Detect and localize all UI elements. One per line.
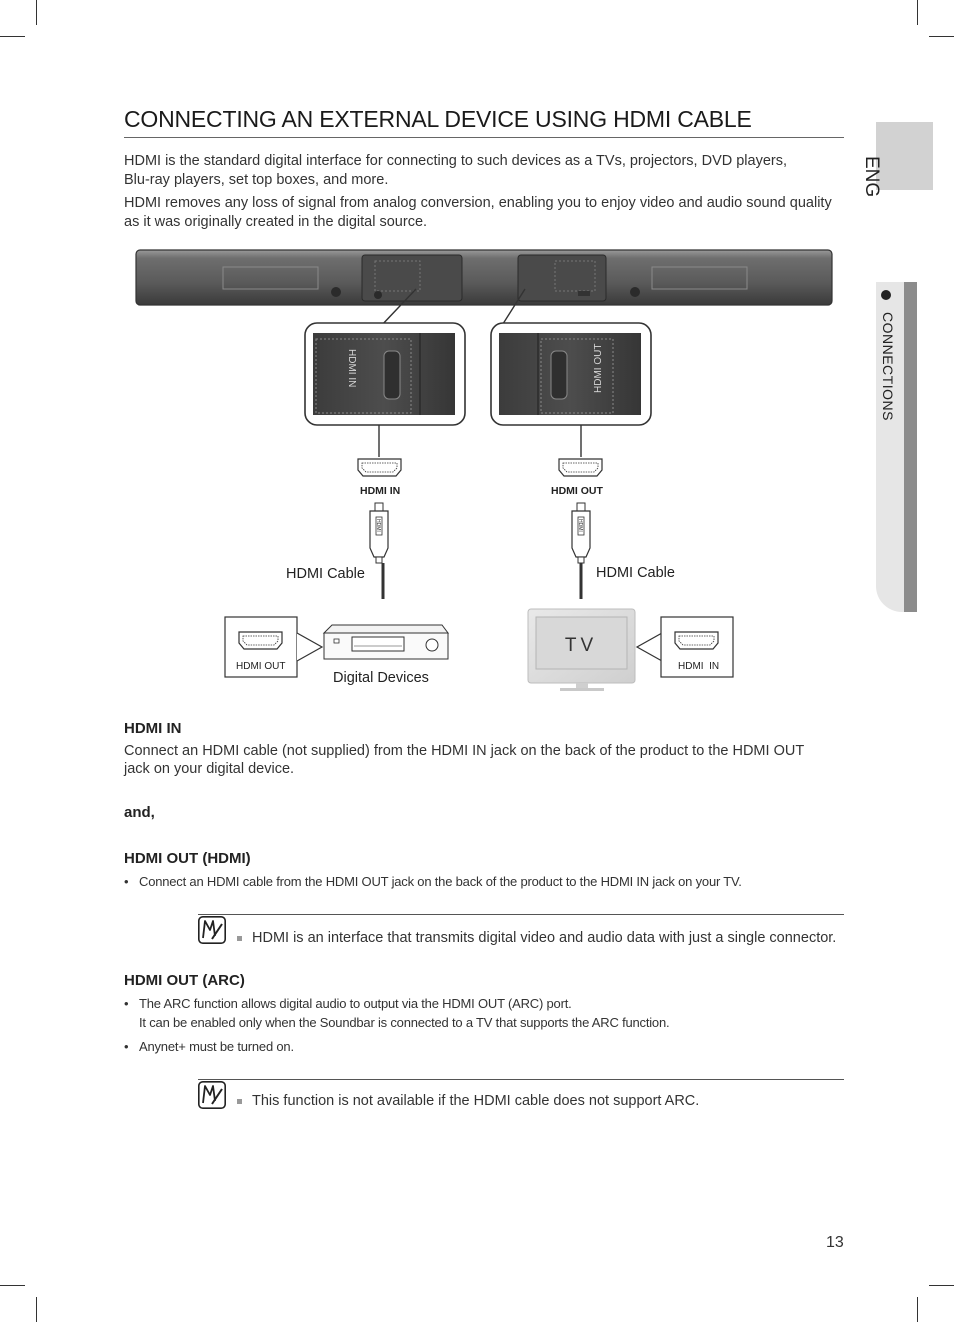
hdmi-in-description: Connect an HDMI cable (not supplied) fro… [124,742,844,778]
note-divider [198,1079,844,1080]
page-number: 13 [826,1234,844,1251]
arc-heading: HDMI OUT (ARC) [124,972,245,989]
hdmi-in-heading: HDMI IN [124,720,182,737]
bullet-text: The ARC function allows digital audio to… [139,996,572,1011]
crop-mark [0,36,25,37]
hdmi-in-callout [304,322,466,426]
tv-port-label: HDMI IN [678,661,719,672]
device-label: Digital Devices [333,670,429,686]
tv-icon [527,608,636,691]
crop-mark [929,36,954,37]
note-divider [198,914,844,915]
bullet-text: Connect an HDMI cable from the HDMI OUT … [139,874,742,889]
intro-paragraph-2: HDMI removes any loss of signal from ana… [124,194,849,232]
crop-mark [917,0,918,25]
port-label: HDMI OUT [593,344,604,393]
device-port-label: HDMI OUT [236,661,285,672]
section-bullet-icon [881,290,891,300]
note-icon [198,1081,226,1109]
plug-mark: HDMI [375,519,381,532]
language-label: ENG [861,156,882,198]
hdmi-out-callout [490,322,652,426]
hdmi-plug-icon [369,502,389,564]
intro-line: as it was originally created in the digi… [124,214,428,230]
device-port-box [224,616,324,678]
bullet-icon: • [124,1039,129,1054]
section-tab-bar [904,282,917,612]
tv-label: TV [565,635,597,656]
intro-paragraph-1: HDMI is the standard digital interface f… [124,152,849,190]
digital-device-icon [322,624,449,660]
note-bullet-icon [237,936,242,941]
cable-label: HDMI Cable [286,566,365,582]
crop-mark [917,1297,918,1322]
plug-mark: HDMI [577,519,583,532]
note-icon [198,916,226,944]
crop-mark [36,1297,37,1322]
hdmi-socket-icon [558,458,603,477]
bullet-text: Anynet+ must be turned on. [139,1039,294,1054]
note-bullet-icon [237,1099,242,1104]
description-line: jack on your digital device. [124,761,295,777]
port-label: HDMI IN [346,349,357,387]
crop-mark [929,1285,954,1286]
and-connector-text: and, [124,804,155,821]
language-tab: ENG [861,122,933,197]
hdmi-plug-icon [571,502,591,564]
description-line: Connect an HDMI cable (not supplied) fro… [124,743,805,759]
connection-diagram: HDMI IN HDMI OUT HDMI IN HDMI OUT HDMI H… [135,249,833,691]
page-title: CONNECTING AN EXTERNAL DEVICE USING HDMI… [124,106,752,132]
crop-mark [36,0,37,25]
intro-line: Blu-ray players, set top boxes, and more… [124,172,389,188]
note-text: HDMI is an interface that transmits digi… [252,930,837,946]
intro-line: HDMI removes any loss of signal from ana… [124,195,832,211]
hdmi-out-heading: HDMI OUT (HDMI) [124,850,251,867]
note-text: This function is not available if the HD… [252,1093,700,1109]
cable-label: HDMI Cable [596,565,675,581]
tv-port-box [635,616,734,678]
soundbar [135,249,833,306]
bullet-icon: • [124,874,129,889]
intro-line: HDMI is the standard digital interface f… [124,153,788,169]
hdmi-socket-icon [357,458,402,477]
crop-mark [0,1285,25,1286]
section-label: CONNECTIONS [880,312,896,421]
bullet-icon: • [124,996,129,1011]
bullet-text: It can be enabled only when the Soundbar… [139,1015,670,1030]
connector-label: HDMI OUT [551,485,603,497]
connector-label: HDMI IN [360,485,400,497]
title-divider [124,137,844,138]
